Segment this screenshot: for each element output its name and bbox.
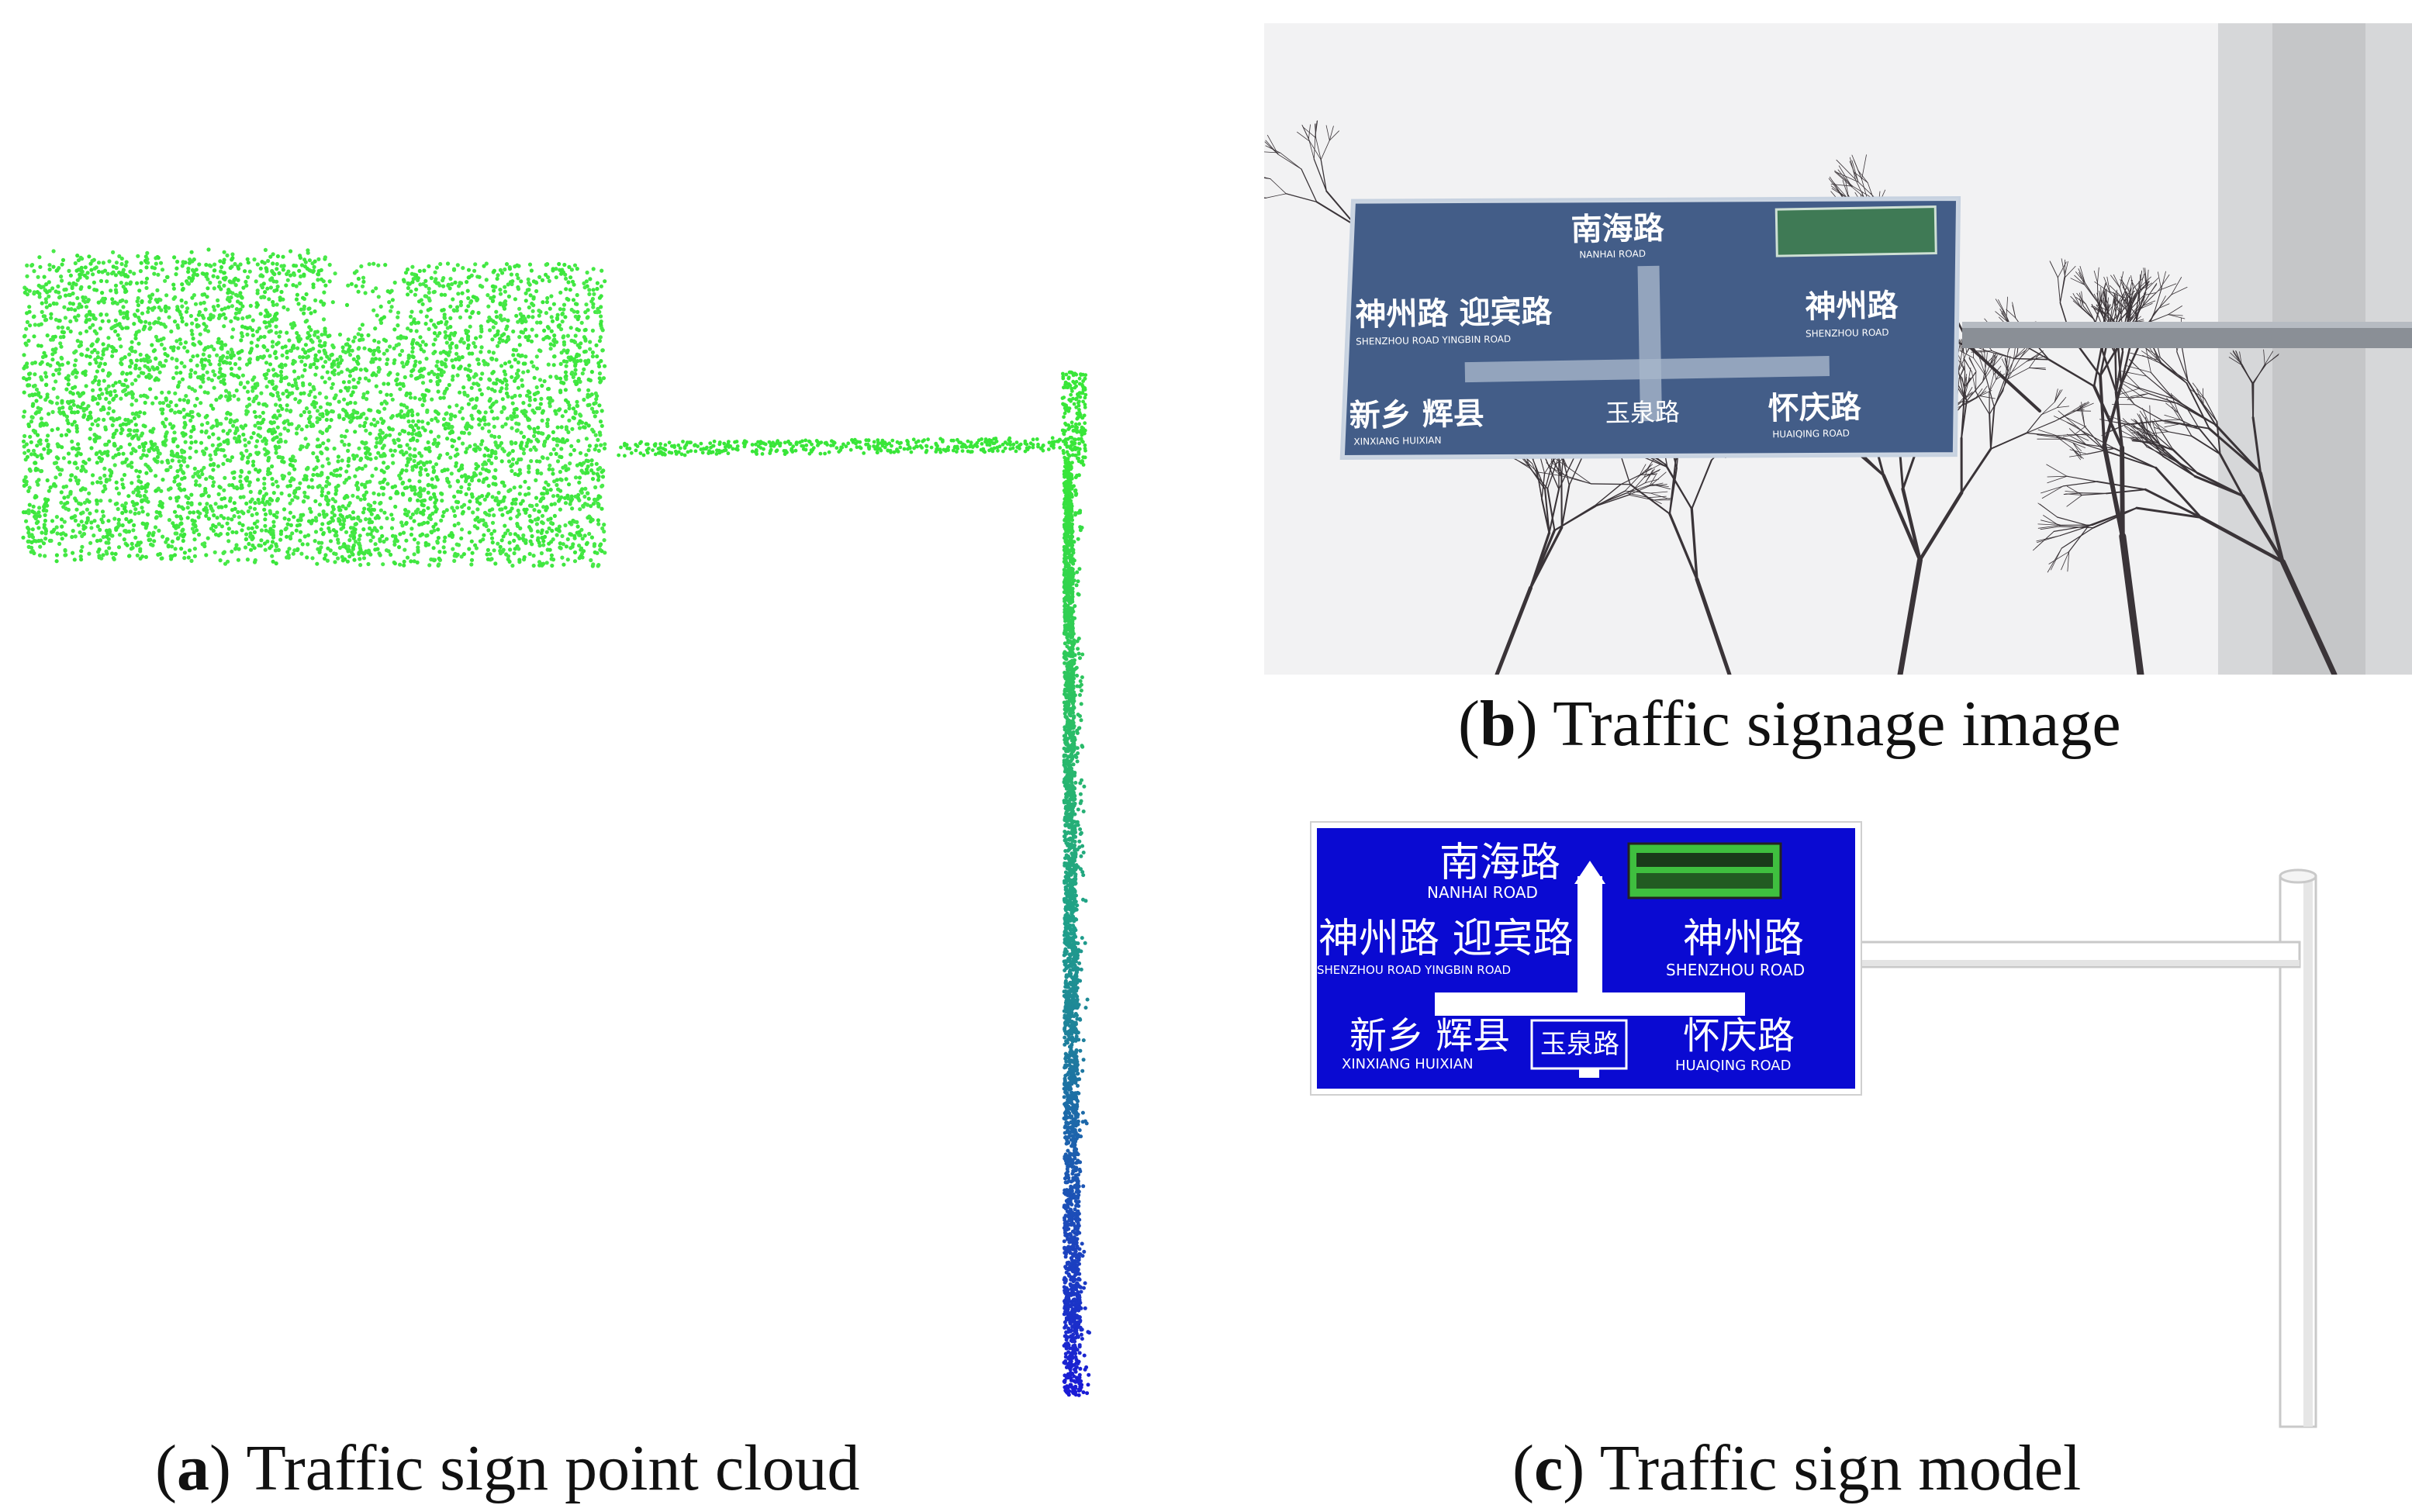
point-cloud-plot [21, 247, 1091, 1397]
point-cloud-panel [0, 233, 1148, 1411]
caption-a-letter: a [176, 1432, 209, 1504]
model-sign-top-en: NANHAI ROAD [1427, 883, 1538, 902]
photo-sign-board: 南海路 NANHAI ROAD 神州路 迎宾路 SHENZHOU ROAD YI… [1339, 196, 1961, 460]
photo-sign-br-en: HUAIQING ROAD [1772, 428, 1850, 440]
caption-a-text: Traffic sign point cloud [246, 1432, 860, 1504]
model-sign-left-cn: 神州路 迎宾路 [1318, 916, 1574, 962]
caption-b: (b) Traffic signage image [1458, 688, 2121, 760]
model-sign-mid-cn: 玉泉路 [1540, 1029, 1619, 1060]
model-sign-top-cn: 南海路 [1439, 840, 1560, 886]
model-sign-right-cn: 神州路 [1683, 916, 1804, 962]
sign-model-panel: 南海路 NANHAI ROAD 神州路 迎宾路 SHENZHOU ROAD YI… [1295, 814, 2381, 1434]
caption-c-letter: c [1533, 1432, 1564, 1504]
model-sign-right-en: SHENZHOU ROAD [1666, 961, 1805, 979]
model-sign-br-cn: 怀庆路 [1683, 1014, 1795, 1058]
model-sign-left-en: SHENZHOU ROAD YINGBIN ROAD [1317, 963, 1511, 977]
photo-sign-top-en: NANHAI ROAD [1579, 248, 1646, 260]
model-sign-bl-en: XINXIANG HUIXIAN [1342, 1056, 1474, 1072]
photo-sign-left-en: SHENZHOU ROAD YINGBIN ROAD [1356, 333, 1511, 347]
photo-sign-bl-en: XINXIANG HUIXIAN [1353, 435, 1441, 447]
model-sign-bl-cn: 新乡 辉县 [1349, 1014, 1510, 1058]
caption-c: (c) Traffic sign model [1512, 1432, 2082, 1504]
caption-b-letter: b [1479, 688, 1516, 760]
photo-sign-left-cn: 神州路 迎宾路 [1355, 294, 1553, 333]
model-sign-br-en: HUAIQING ROAD [1675, 1058, 1791, 1074]
photo-sign-right-cn: 神州路 [1805, 288, 1899, 325]
signage-photo: 南海路 NANHAI ROAD 神州路 迎宾路 SHENZHOU ROAD YI… [1264, 23, 2412, 675]
photo-sign-br-cn: 怀庆路 [1768, 389, 1862, 426]
photo-sign-bl-cn: 新乡 辉县 [1349, 396, 1484, 434]
photo-sign-mid-cn: 玉泉路 [1605, 397, 1680, 428]
photo-sign-top-cn: 南海路 [1571, 211, 1665, 248]
caption-c-text: Traffic sign model [1599, 1432, 2082, 1504]
model-sign-board: 南海路 NANHAI ROAD 神州路 迎宾路 SHENZHOU ROAD YI… [1310, 821, 1862, 1096]
photo-sign-right-en: SHENZHOU ROAD [1806, 327, 1889, 340]
caption-a: (a) Traffic sign point cloud [155, 1432, 860, 1504]
caption-b-text: Traffic signage image [1553, 688, 2121, 760]
